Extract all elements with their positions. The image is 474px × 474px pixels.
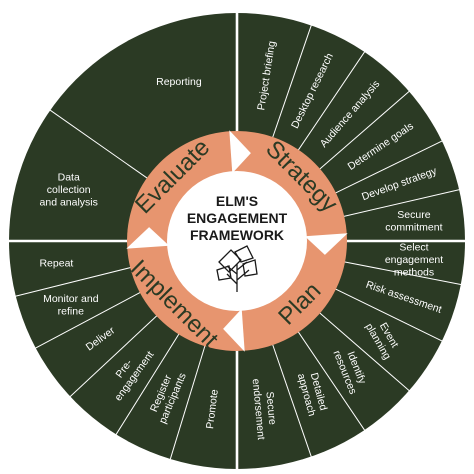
tree-icon xyxy=(216,245,258,292)
phase-ring-gaps xyxy=(126,130,348,352)
step-label-line: commitment xyxy=(385,222,442,234)
step-label-line: methods xyxy=(394,267,434,279)
phase-arrow-gap xyxy=(223,308,245,352)
step-label-line: endorsement xyxy=(250,378,267,440)
step-divider xyxy=(48,108,149,180)
phase-arrow-gap xyxy=(126,227,170,249)
center-title-line-1: ELM'S xyxy=(216,193,258,209)
center-circle xyxy=(167,171,307,311)
step-divider xyxy=(296,50,367,152)
step-divider xyxy=(342,188,462,218)
phase-arrow-gap xyxy=(304,233,348,255)
step-divider xyxy=(114,332,181,437)
step-divider xyxy=(68,314,159,399)
step-implement-0: Promote xyxy=(204,389,221,430)
step-label-line: and analysis xyxy=(40,197,98,209)
center-title-line-2: ENGAGEMENT xyxy=(187,210,288,226)
phase-arrow-gap xyxy=(229,130,251,174)
center-title-line-3: FRAMEWORK xyxy=(190,227,284,243)
step-divider xyxy=(271,23,313,140)
step-label-line: Reporting xyxy=(156,76,202,88)
step-implement-5: Repeat xyxy=(39,258,73,270)
step-divider xyxy=(271,342,313,459)
step-divider xyxy=(318,311,411,393)
step-label-line: refine xyxy=(58,306,84,318)
step-divider xyxy=(13,266,133,298)
step-label-line: Promote xyxy=(204,389,221,430)
step-label-line: Secure xyxy=(263,391,278,425)
step-label-line: Select xyxy=(399,242,428,254)
step-divider xyxy=(296,330,367,432)
step-divider xyxy=(333,139,444,195)
step-dividers xyxy=(7,11,467,471)
step-evaluate-1: Reporting xyxy=(156,76,202,88)
step-divider xyxy=(169,344,206,462)
step-label-line: collection xyxy=(47,184,91,196)
step-label-line: engagement xyxy=(385,254,443,266)
step-label-line: Monitor and xyxy=(43,293,99,305)
step-label-line: Repeat xyxy=(39,258,73,270)
step-label-line: Secure xyxy=(397,209,430,221)
step-divider xyxy=(333,287,444,343)
step-divider xyxy=(33,291,142,350)
step-divider xyxy=(318,89,411,171)
step-divider xyxy=(342,261,463,286)
step-label-line: Data xyxy=(58,172,80,184)
